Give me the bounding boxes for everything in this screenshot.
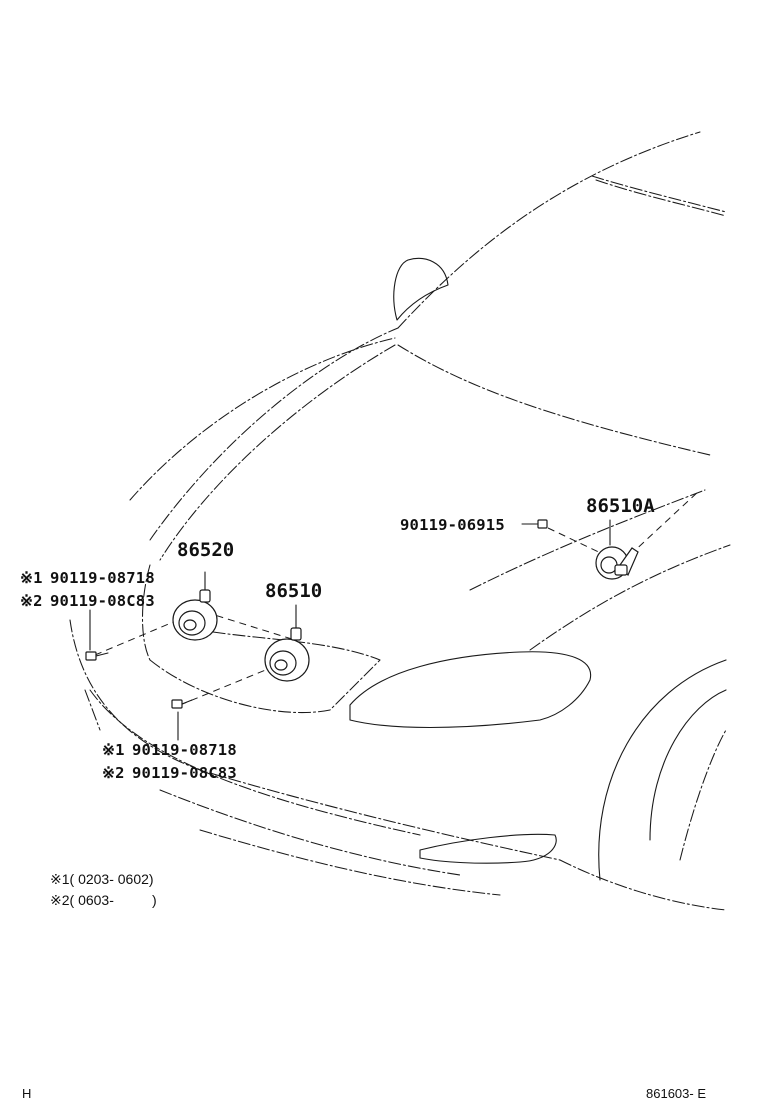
bolt-right (521, 519, 548, 529)
label-lower-bolt-1: 90119-08718 (132, 741, 237, 759)
label-86510a: 86510A (586, 495, 655, 517)
footer-left-code: H (22, 1086, 31, 1101)
note-range-2: ※2( 0603- (50, 892, 114, 908)
label-86520: 86520 (177, 539, 234, 561)
label-86510: 86510 (265, 580, 322, 602)
horn-86510 (264, 627, 310, 682)
label-upper-mark1: ※1 (20, 569, 43, 587)
footer-diagram-code: 861603- E (646, 1086, 706, 1101)
note-range-2-close: ) (152, 892, 157, 908)
note-range-1: ※1( 0203- 0602) (50, 871, 154, 887)
label-upper-bolt-2: 90119-08C83 (50, 592, 155, 610)
label-lower-bolt-2: 90119-08C83 (132, 764, 237, 782)
label-lower-mark1: ※1 (102, 741, 125, 759)
bolt-upper-left (85, 651, 109, 661)
horn-86510a (595, 546, 639, 580)
bolt-lower (171, 699, 193, 709)
car-body-outline (69, 131, 731, 911)
label-bolt-90119-06915: 90119-06915 (400, 516, 505, 534)
label-upper-mark2: ※2 (20, 592, 43, 610)
label-lower-mark2: ※2 (102, 764, 125, 782)
horn-86520 (172, 589, 218, 641)
label-upper-bolt-1: 90119-08718 (50, 569, 155, 587)
